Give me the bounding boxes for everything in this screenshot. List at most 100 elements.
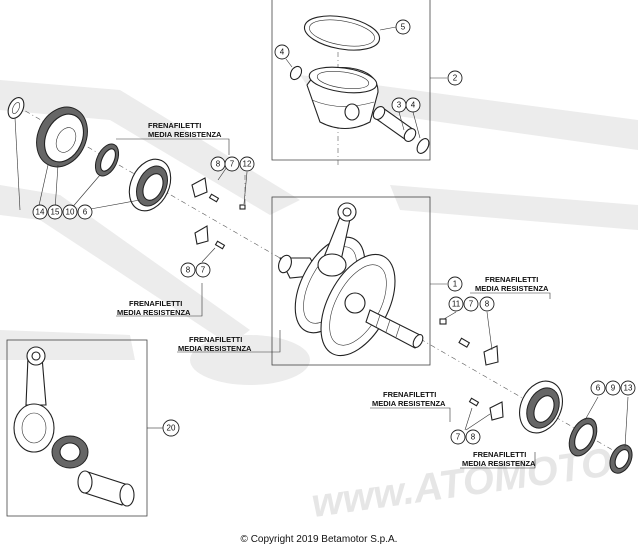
svg-text:FRENAFILETTI: FRENAFILETTI <box>148 121 201 130</box>
svg-text:2: 2 <box>453 74 458 83</box>
crankshaft <box>278 236 424 357</box>
copyright-notice: © Copyright 2019 Betamotor S.p.A. <box>240 534 398 545</box>
screw <box>214 240 226 250</box>
svg-text:MEDIA RESISTENZA: MEDIA RESISTENZA <box>178 344 252 353</box>
svg-text:MEDIA RESISTENZA: MEDIA RESISTENZA <box>372 399 446 408</box>
callout-7: 7 <box>450 429 466 445</box>
svg-text:3: 3 <box>397 101 402 110</box>
svg-text:FRENAFILETTI: FRENAFILETTI <box>129 299 182 308</box>
svg-text:8: 8 <box>471 433 476 442</box>
svg-text:7: 7 <box>230 160 235 169</box>
callout-7: 7 <box>224 156 240 172</box>
callout-8: 8 <box>465 429 481 445</box>
callout-2: 2 <box>447 70 463 86</box>
primary-gear <box>36 106 88 168</box>
note-leaders <box>14 117 629 469</box>
svg-text:13: 13 <box>624 384 633 393</box>
crank-pin <box>77 470 135 507</box>
callout-10: 10 <box>62 204 78 220</box>
retaining-plate <box>194 225 209 245</box>
svg-text:14: 14 <box>36 208 45 217</box>
callout-8: 8 <box>180 262 196 278</box>
piston-pin <box>372 106 417 142</box>
svg-text:MEDIA RESISTENZA: MEDIA RESISTENZA <box>462 459 536 468</box>
crankshaft-group <box>271 196 447 366</box>
callout-6: 6 <box>590 380 606 396</box>
svg-text:5: 5 <box>401 23 406 32</box>
callout-15: 15 <box>47 204 63 220</box>
note-2: FRENAFILETTI MEDIA RESISTENZA <box>117 299 191 317</box>
connecting-rod <box>317 202 357 277</box>
svg-text:10: 10 <box>66 208 75 217</box>
main-bearing-left <box>128 158 172 212</box>
callout-20: 20 <box>162 419 180 437</box>
callout-7: 7 <box>195 262 211 278</box>
piston-ring <box>303 15 381 51</box>
svg-text:15: 15 <box>51 208 60 217</box>
dowel-pin <box>439 318 447 325</box>
callout-8: 8 <box>210 156 226 172</box>
retaining-plate <box>191 177 208 198</box>
left-side-parts <box>7 97 246 250</box>
svg-text:4: 4 <box>280 48 285 57</box>
right-side-parts <box>439 318 633 474</box>
piston-group <box>271 0 447 161</box>
callout-13: 13 <box>620 380 636 396</box>
callout-8: 8 <box>479 296 495 312</box>
screw <box>458 337 471 348</box>
svg-text:6: 6 <box>596 384 601 393</box>
callout-14: 14 <box>32 204 48 220</box>
svg-text:MEDIA RESISTENZA: MEDIA RESISTENZA <box>148 130 222 139</box>
callout-1: 1 <box>447 276 463 292</box>
svg-text:7: 7 <box>201 266 206 275</box>
svg-text:7: 7 <box>469 300 474 309</box>
piston-circlip <box>289 65 303 81</box>
note-1: FRENAFILETTI MEDIA RESISTENZA <box>148 121 222 139</box>
svg-text:FRENAFILETTI: FRENAFILETTI <box>189 335 242 344</box>
svg-text:4: 4 <box>411 101 416 110</box>
svg-text:7: 7 <box>456 433 461 442</box>
main-bearing-right <box>519 380 563 434</box>
note-4: FRENAFILETTI MEDIA RESISTENZA <box>475 275 549 293</box>
callout-3: 3 <box>391 97 407 113</box>
con-rod-kit-rod <box>13 346 55 453</box>
svg-text:8: 8 <box>485 300 490 309</box>
con-rod-kit-group <box>6 339 163 517</box>
svg-text:MEDIA RESISTENZA: MEDIA RESISTENZA <box>117 308 191 317</box>
svg-text:11: 11 <box>452 300 461 309</box>
svg-text:1: 1 <box>453 280 458 289</box>
spacer-ring <box>94 143 120 177</box>
svg-text:FRENAFILETTI: FRENAFILETTI <box>485 275 538 284</box>
screw <box>468 397 480 407</box>
oil-seal-right <box>568 417 598 457</box>
callout-5: 5 <box>395 19 411 35</box>
callout-9: 9 <box>605 380 621 396</box>
svg-text:6: 6 <box>83 208 88 217</box>
needle-bearing <box>51 435 89 469</box>
svg-text:FRENAFILETTI: FRENAFILETTI <box>473 450 526 459</box>
svg-text:MEDIA RESISTENZA: MEDIA RESISTENZA <box>475 284 549 293</box>
watermark-text: www.ATOMOTO <box>309 440 615 526</box>
callout-12: 12 <box>239 156 255 172</box>
svg-text:20: 20 <box>167 424 176 433</box>
callout-11: 11 <box>448 296 464 312</box>
seal-ring <box>7 97 25 119</box>
callout-4: 4 <box>274 44 290 60</box>
retaining-plate <box>489 401 504 421</box>
dowel-pin <box>239 204 246 210</box>
spacer-ring-right <box>609 444 633 474</box>
screw <box>208 193 220 203</box>
callout-6: 6 <box>77 204 93 220</box>
callout-7: 7 <box>463 296 479 312</box>
note-6: FRENAFILETTI MEDIA RESISTENZA <box>462 450 536 468</box>
svg-text:8: 8 <box>216 160 221 169</box>
svg-text:8: 8 <box>186 266 191 275</box>
svg-text:FRENAFILETTI: FRENAFILETTI <box>383 390 436 399</box>
retaining-plate <box>483 345 499 366</box>
note-5: FRENAFILETTI MEDIA RESISTENZA <box>372 390 446 408</box>
callout-4: 4 <box>405 97 421 113</box>
piston-circlip <box>416 138 430 154</box>
note-3: FRENAFILETTI MEDIA RESISTENZA <box>178 335 252 353</box>
svg-text:9: 9 <box>611 384 616 393</box>
